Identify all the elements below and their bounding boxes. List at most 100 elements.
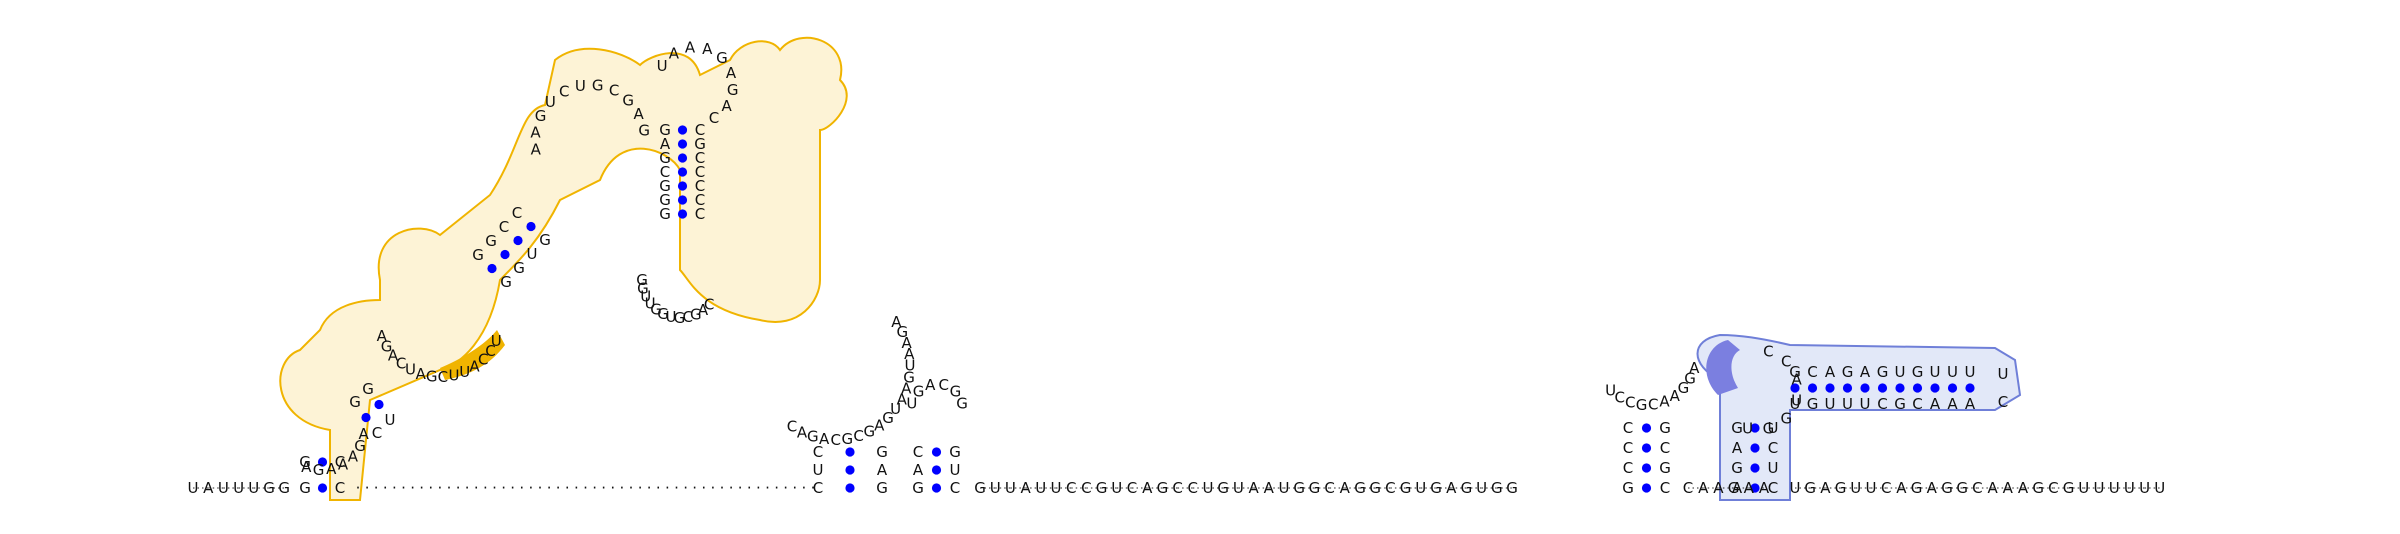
helix-nucleotide: U <box>1860 395 1871 413</box>
tail-3prime-nucleotide: A <box>1927 479 1938 497</box>
base-pair-dot <box>845 465 855 475</box>
loop-nucleotide: A <box>698 301 709 319</box>
loop-nucleotide: G <box>727 81 739 99</box>
backbone-nucleotide: U <box>1051 479 1062 497</box>
loop-nucleotide: G <box>1684 370 1696 388</box>
helix-nucleotide: A <box>1965 395 1976 413</box>
backbone-nucleotide: A <box>1713 479 1724 497</box>
loop-nucleotide: G <box>882 409 894 427</box>
loop-nucleotide: C <box>609 82 619 100</box>
base-pair-dot <box>1750 423 1760 433</box>
loop-nucleotide: A <box>358 425 369 443</box>
gap-nucleotide: · <box>647 479 652 497</box>
base-pair-dot <box>1641 483 1652 493</box>
stem-nucleotide: G <box>1622 479 1634 497</box>
loop-nucleotide: G <box>950 383 962 401</box>
gap-nucleotide: · <box>447 479 452 497</box>
gap-nucleotide: · <box>592 479 597 497</box>
base-pair-dot <box>677 209 688 219</box>
tail-5prime-nucleotide: U <box>248 479 259 497</box>
tail-3prime-nucleotide: A <box>1896 479 1907 497</box>
loop-nucleotide: U <box>640 287 651 305</box>
backbone-nucleotide: G <box>1293 479 1305 497</box>
base-pair-dot <box>677 125 688 135</box>
loop-nucleotide: G <box>896 323 908 341</box>
backbone-nucleotide: C <box>1683 479 1693 497</box>
loop-nucleotide: C <box>1781 353 1791 371</box>
backbone-nucleotide: G <box>1400 479 1412 497</box>
loop-nucleotide: G <box>1678 379 1690 397</box>
stem-nucleotide: G <box>876 443 888 461</box>
gap-nucleotide: · <box>774 479 779 497</box>
base-pair-dot <box>1877 383 1888 393</box>
loop-nucleotide: A <box>416 365 427 383</box>
loop-nucleotide: C <box>1998 393 2008 411</box>
loop-nucleotide: U <box>575 77 586 95</box>
base-pair-dot <box>374 399 384 410</box>
gap-nucleotide: · <box>556 479 561 497</box>
tail-3prime-nucleotide: U <box>2154 479 2165 497</box>
loop-nucleotide: A <box>797 423 808 441</box>
loop-nucleotide: G <box>638 121 650 139</box>
base-pair-dot <box>677 181 688 191</box>
helix-nucleotide: G <box>362 380 374 398</box>
helix-nucleotide: G <box>539 231 551 249</box>
base-pair-dot <box>1807 383 1818 393</box>
backbone-nucleotide: U <box>1233 479 1244 497</box>
loop-nucleotide: A <box>904 345 915 363</box>
base-pair-dot <box>1965 383 1975 393</box>
loop-nucleotide: A <box>897 390 908 408</box>
gap-nucleotide: · <box>729 479 734 497</box>
loop-nucleotide: U <box>890 400 901 418</box>
gap-nucleotide: · <box>538 479 543 497</box>
gap-nucleotide: · <box>438 479 443 497</box>
loop-nucleotide: C <box>830 431 840 449</box>
backbone-nucleotide: G <box>974 479 986 497</box>
loop-nucleotide: C <box>478 350 488 368</box>
loop-nucleotide: U <box>645 295 656 313</box>
backbone-nucleotide: G <box>1217 479 1229 497</box>
loop-nucleotide: A <box>669 44 680 62</box>
backbone-nucleotide: G <box>1430 479 1442 497</box>
loop-nucleotide: C <box>485 342 495 360</box>
loop-nucleotide: U <box>1605 381 1616 399</box>
stem-nucleotide: C <box>950 479 960 497</box>
backbone-nucleotide: C <box>1188 479 1198 497</box>
helix-nucleotide: C <box>695 121 705 139</box>
loop-nucleotide: U <box>905 357 916 375</box>
helix-nucleotide: G <box>500 273 512 291</box>
loop-nucleotide: C <box>709 109 719 127</box>
helix-nucleotide: G <box>659 149 671 167</box>
stem-nucleotide: U <box>1768 459 1779 477</box>
backbone-nucleotide: A <box>1264 479 1275 497</box>
helix-nucleotide: A <box>1930 395 1941 413</box>
stem-nucleotide: C <box>1660 439 1670 457</box>
loop-nucleotide: G <box>956 394 968 412</box>
loop-nucleotide: U <box>545 93 556 111</box>
loop-nucleotide: G <box>690 306 702 324</box>
structure-highlights <box>279 36 2022 501</box>
tail-5prime-nucleotide: G <box>278 479 290 497</box>
helix-nucleotide: G <box>659 177 671 195</box>
base-pair-dot <box>677 139 688 149</box>
loop-nucleotide: A <box>891 313 902 331</box>
gap-nucleotide: · <box>811 479 816 497</box>
base-pair-dot <box>845 483 855 493</box>
gap-nucleotide: · <box>720 479 725 497</box>
backbone-nucleotide: G <box>1491 479 1503 497</box>
helix-nucleotide: C <box>372 424 382 442</box>
base-pair-dots <box>317 125 1975 493</box>
loop-nucleotide: A <box>326 460 337 478</box>
backbone-nucleotide: G <box>1157 479 1169 497</box>
base-pair-dot <box>526 221 536 232</box>
gap-nucleotide: · <box>620 479 625 497</box>
helix-nucleotide: C <box>499 218 509 236</box>
loop-nucleotide: G <box>636 271 648 289</box>
gap-nucleotide: · <box>738 479 743 497</box>
helix-nucleotide: A <box>1947 395 1958 413</box>
tail-3prime-nucleotide: G <box>1804 479 1816 497</box>
gap-nucleotide: · <box>665 479 670 497</box>
stem-nucleotide: G <box>1731 419 1743 437</box>
